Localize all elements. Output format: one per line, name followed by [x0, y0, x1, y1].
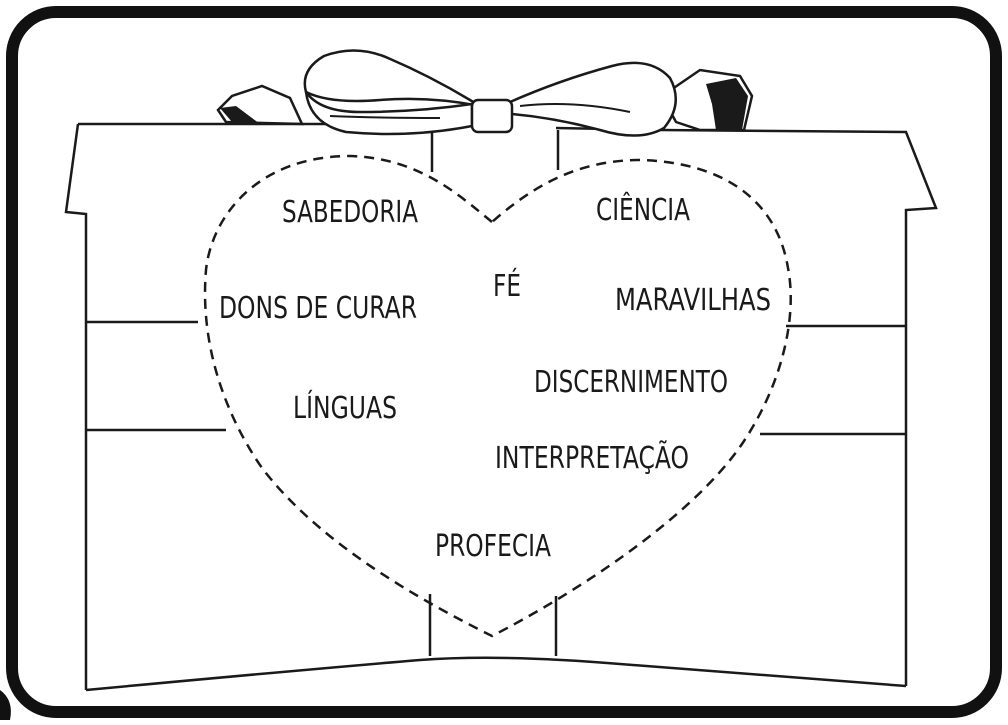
ribbon-band-top: [430, 130, 560, 172]
bow-loop-left: [303, 49, 481, 108]
bow-knot: [470, 98, 514, 134]
ribbon-band-horizontal: [86, 320, 906, 436]
word-discernimento: DISCERNIMENTO: [534, 365, 728, 400]
ribbon-tail-left-shade: [220, 106, 260, 124]
word-dons-de-curar: DONS DE CURAR: [219, 291, 417, 326]
word-sabedoria: SABEDORIA: [282, 195, 418, 230]
box-bottom-edge: [85, 656, 907, 692]
word-linguas: LÍNGUAS: [293, 390, 397, 426]
word-fe: FÉ: [493, 268, 521, 304]
bow-loop-right-fold: [519, 103, 631, 113]
corner-mark: [0, 690, 11, 720]
bow-loop-right: [508, 61, 677, 137]
word-maravilhas: MARAVILHAS: [615, 283, 771, 318]
dashed-heart: [203, 154, 792, 638]
bow-loop-left-fold: [329, 115, 441, 119]
box-lid-left: [64, 123, 88, 690]
bow-loop-left-lower: [304, 91, 474, 136]
word-interpretacao: INTERPRETAÇÃO: [495, 440, 689, 476]
rounded-border: [6, 6, 1002, 718]
ribbon-tail-right-shade: [706, 78, 748, 130]
word-ciencia: CIÊNCIA: [596, 192, 690, 228]
box-lid-right: [78, 122, 938, 686]
word-profecia: PROFECIA: [435, 529, 551, 564]
